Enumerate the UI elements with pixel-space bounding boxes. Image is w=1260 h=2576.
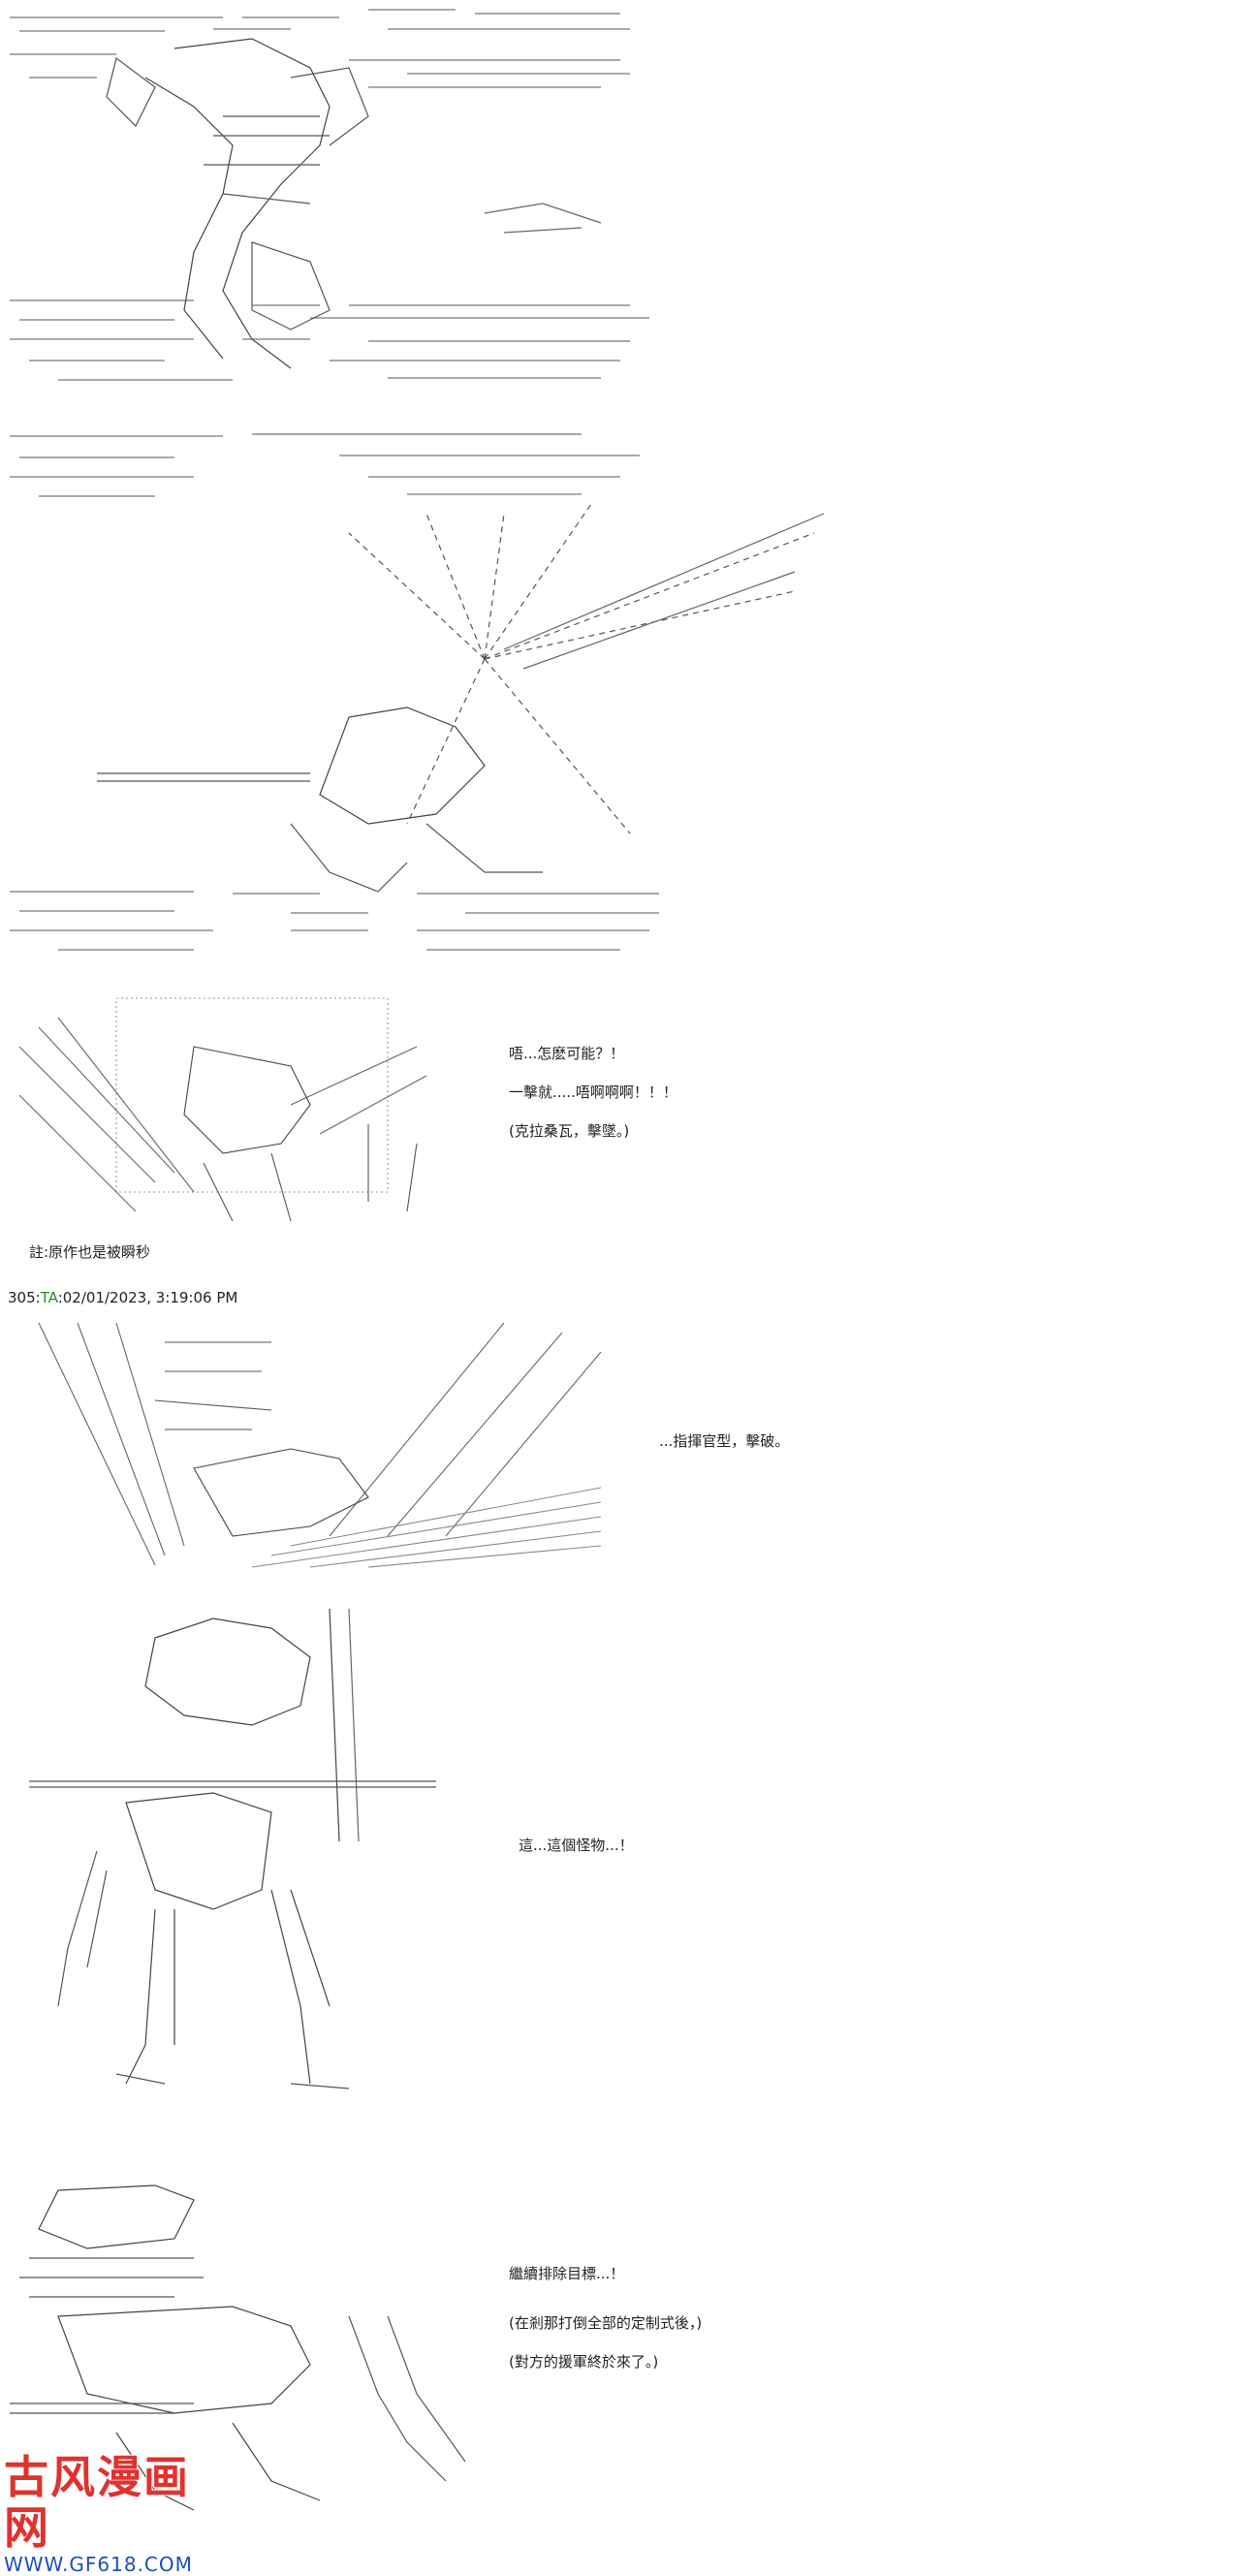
panel-2-ascii-art [0,417,834,959]
panel-3-ascii-art [0,989,465,1231]
panel-3-caption-2: 一擊就.....唔啊啊啊！！！ [509,1084,677,1101]
footnote: 註:原作也是被瞬秒 [29,1243,151,1261]
post-number: 305 [8,1289,36,1306]
panel-4-ascii-art [19,1313,640,1575]
panel-6-caption-1: 繼續排除目標...！ [509,2265,625,2282]
panel-3-caption-3: (克拉桑瓦，擊墜。) [509,1122,630,1140]
panel-6-caption-3: (對方的援軍終於來了。) [509,2353,659,2371]
panel-5-ascii-art [19,1599,446,2103]
watermark-title: 古风漫画网 [4,2451,190,2554]
panel-3-caption-1: 唔...怎麽可能？！ [509,1045,625,1062]
site-watermark: 古风漫画网 WWW.GF618.COM [4,2452,217,2576]
panel-6-ascii-art [0,2171,504,2520]
watermark-url: WWW.GF618.COM [4,2553,193,2576]
post-header: 305:TA:02/01/2023, 3:19:06 PM [8,1289,238,1306]
post-author[interactable]: TA [40,1289,58,1306]
panel-5-caption-1: 這...這個怪物...！ [519,1837,634,1854]
panel-1-ascii-art [0,0,659,388]
post-timestamp: :02/01/2023, 3:19:06 PM [57,1289,238,1306]
panel-4-caption-1: ...指揮官型，擊破。 [659,1432,790,1450]
panel-6-caption-2: (在剎那打倒全部的定制式後，) [509,2314,703,2332]
